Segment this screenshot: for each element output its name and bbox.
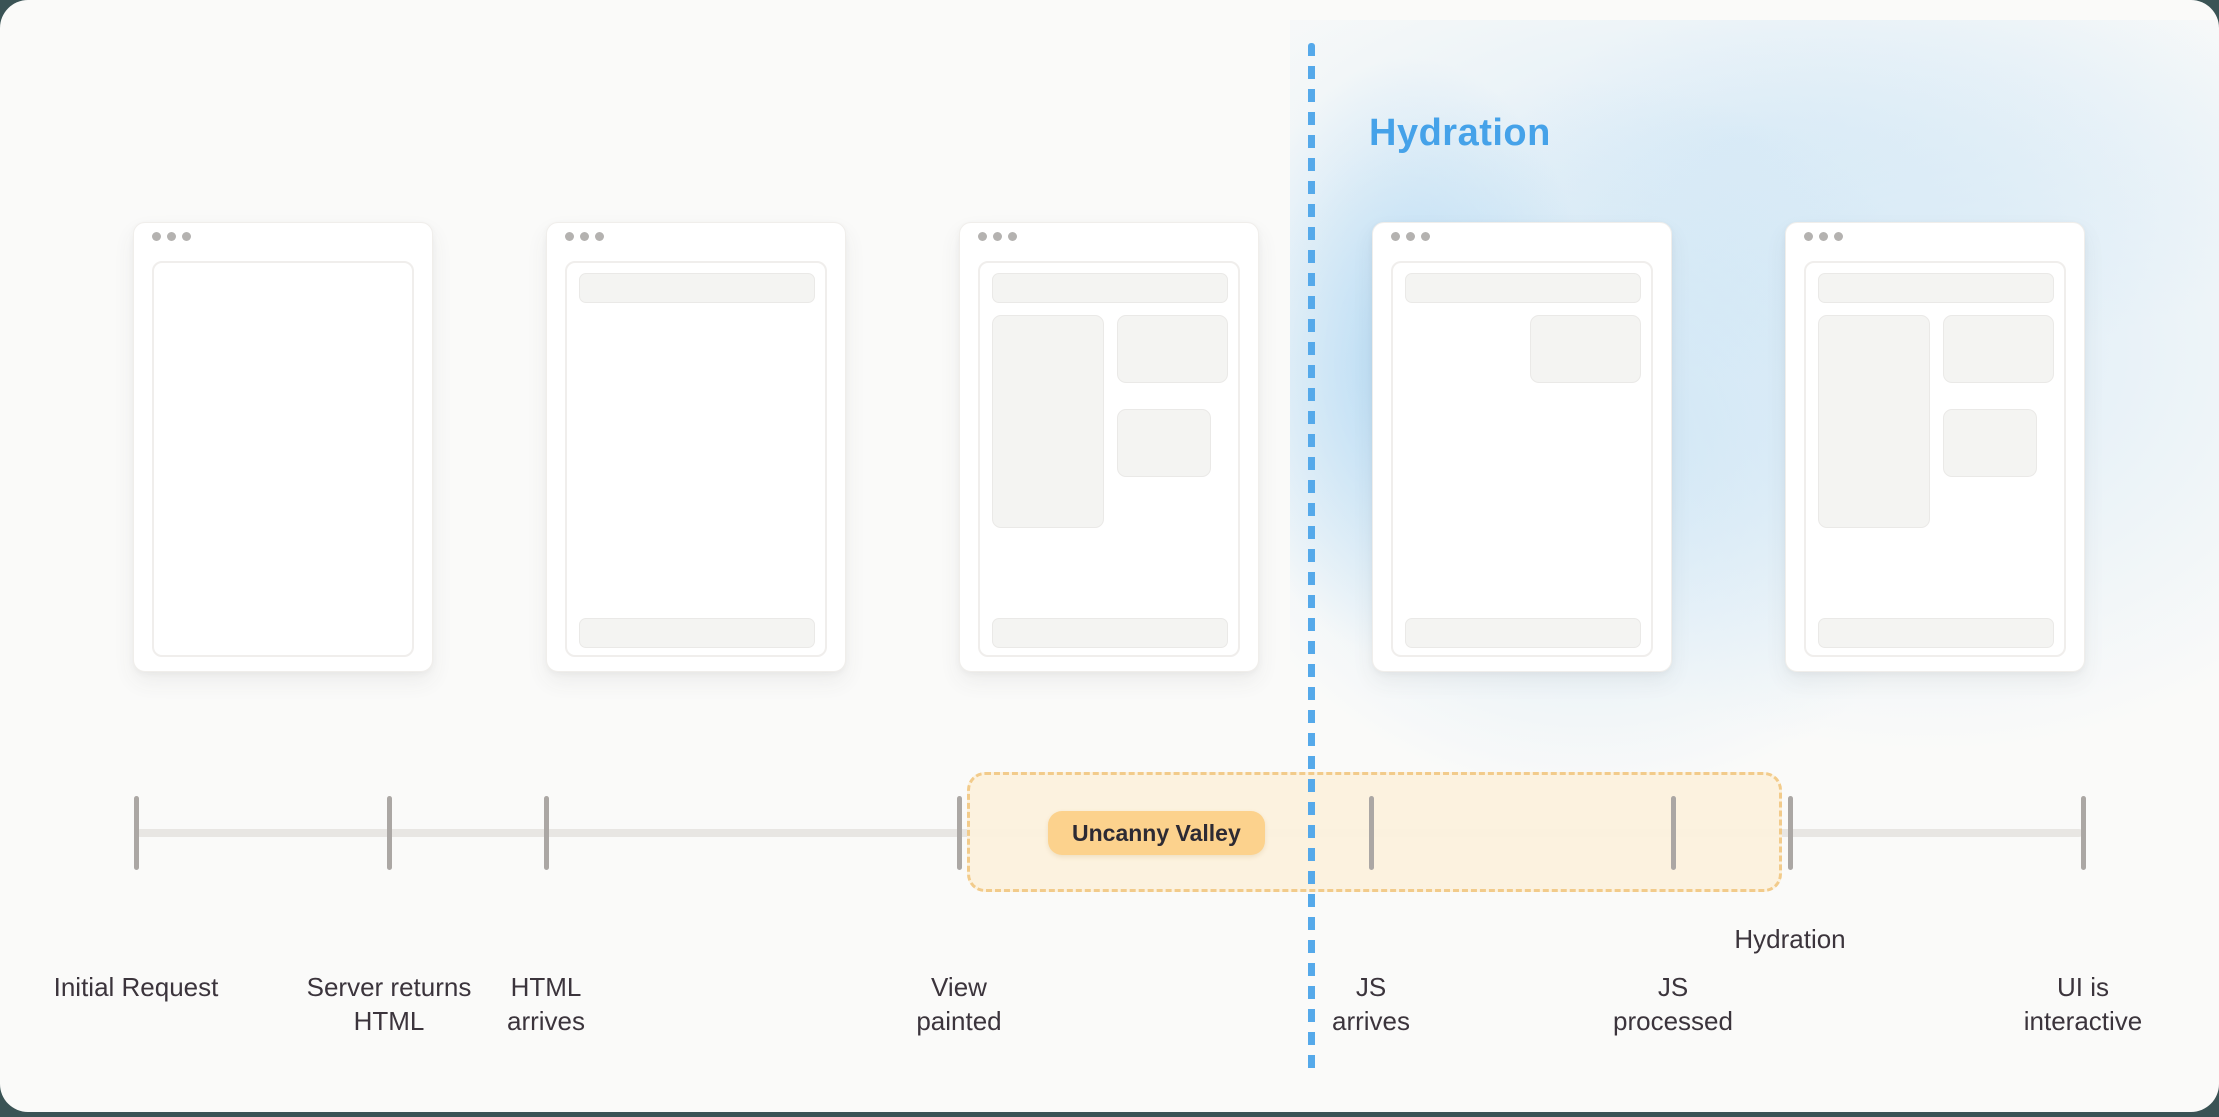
label-initial-request: Initial Request [53, 972, 219, 1002]
skeleton-main-block [992, 315, 1104, 528]
skeleton-footer-bar [1405, 618, 1641, 648]
tick-html-arrives [544, 796, 549, 870]
skeleton-header-bar [992, 273, 1228, 303]
browser-window-html-arrives [546, 222, 846, 672]
window-controls-icon [1391, 232, 1430, 241]
tick-js-processed [1671, 796, 1676, 870]
skeleton-main-block [1818, 315, 1930, 528]
skeleton-side-block-2 [1943, 409, 2037, 477]
skeleton-footer-bar [1818, 618, 2054, 648]
browser-window-ui-interactive [1785, 222, 2085, 672]
hydration-heading: Hydration [1369, 112, 1551, 154]
viewport-frame [978, 261, 1240, 657]
label-view-painted: View painted [916, 972, 1002, 1037]
window-controls-icon [978, 232, 1017, 241]
skeleton-side-block-1 [1530, 315, 1641, 383]
tick-hydration [1788, 796, 1793, 870]
tick-server-returns-html [387, 796, 392, 870]
skeleton-header-bar [1405, 273, 1641, 303]
window-controls-icon [152, 232, 191, 241]
browser-window-initial-request [133, 222, 433, 672]
label-js-arrives: JS arrives [1331, 972, 1410, 1037]
label-html-arrives: HTML arrives [506, 972, 585, 1037]
window-controls-icon [1804, 232, 1843, 241]
hydration-divider-dashed-line [1308, 43, 1315, 1075]
skeleton-side-block-1 [1117, 315, 1228, 383]
viewport-frame [152, 261, 414, 657]
skeleton-side-block-2 [1117, 409, 1211, 477]
window-controls-icon [565, 232, 604, 241]
viewport-frame [1391, 261, 1653, 657]
browser-window-view-painted [959, 222, 1259, 672]
label-hydration: Hydration [1734, 924, 1846, 954]
viewport-frame [1804, 261, 2066, 657]
tick-initial-request [134, 796, 139, 870]
skeleton-footer-bar [579, 618, 815, 648]
label-ui-interactive: UI is interactive [2023, 972, 2143, 1037]
skeleton-header-bar [579, 273, 815, 303]
skeleton-header-bar [1818, 273, 2054, 303]
label-js-processed: JS processed [1613, 972, 1733, 1037]
tick-js-arrives [1369, 796, 1374, 870]
browser-window-js-arrives [1372, 222, 1672, 672]
viewport-frame [565, 261, 827, 657]
tick-ui-interactive [2081, 796, 2086, 870]
tick-view-painted [957, 796, 962, 870]
skeleton-side-block-1 [1943, 315, 2054, 383]
skeleton-footer-bar [992, 618, 1228, 648]
uncanny-valley-badge: Uncanny Valley [1048, 811, 1265, 855]
label-server-returns-html: Server returns HTML [306, 972, 472, 1037]
